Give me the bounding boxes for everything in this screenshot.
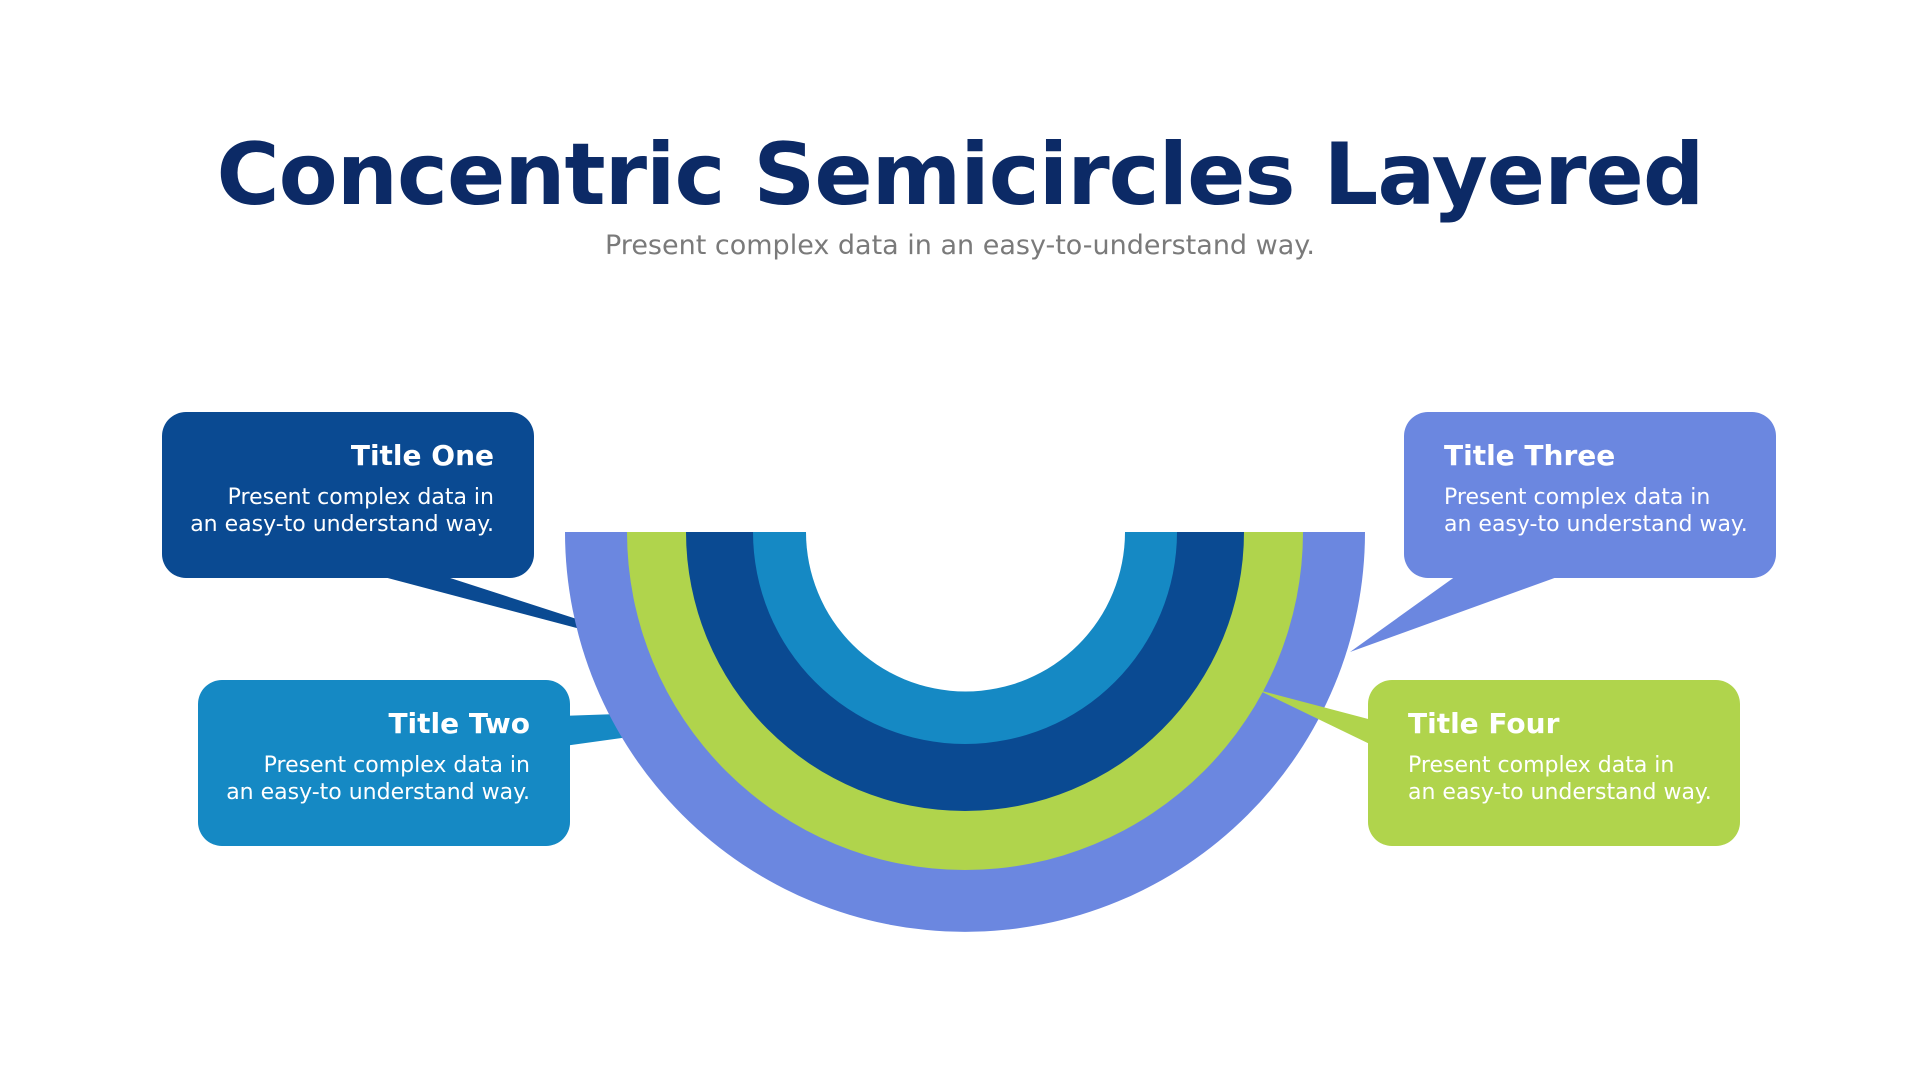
- callout-text-line: an easy-to understand way.: [1408, 780, 1712, 805]
- pointer-title-three: [1350, 576, 1560, 652]
- callout-text-line: Present complex data in: [1444, 485, 1711, 510]
- callout-text-line: an easy-to understand way.: [226, 780, 530, 805]
- page-subtitle: Present complex data in an easy-to-under…: [605, 230, 1315, 261]
- callout-title-one: Title One Present complex data in an eas…: [162, 412, 534, 578]
- callout-text-line: Present complex data in: [1408, 753, 1675, 778]
- callout-text-line: an easy-to understand way.: [1444, 512, 1748, 537]
- callout-title: Title Four: [1408, 707, 1560, 740]
- callout-text-line: Present complex data in: [227, 485, 494, 510]
- callout-text-line: an easy-to understand way.: [190, 512, 494, 537]
- callout-title: Title One: [350, 439, 494, 472]
- callout-title-two: Title Two Present complex data in an eas…: [198, 680, 570, 846]
- page-title: Concentric Semicircles Layered: [216, 125, 1705, 225]
- callout-title: Title Two: [388, 707, 530, 740]
- ring-center: [806, 532, 1125, 692]
- pointer-title-four: [1258, 690, 1378, 748]
- callout-text-line: Present complex data in: [263, 753, 530, 778]
- callout-title: Title Three: [1444, 439, 1616, 472]
- callout-title-three: Title Three Present complex data in an e…: [1404, 412, 1776, 578]
- callout-title-four: Title Four Present complex data in an ea…: [1368, 680, 1740, 846]
